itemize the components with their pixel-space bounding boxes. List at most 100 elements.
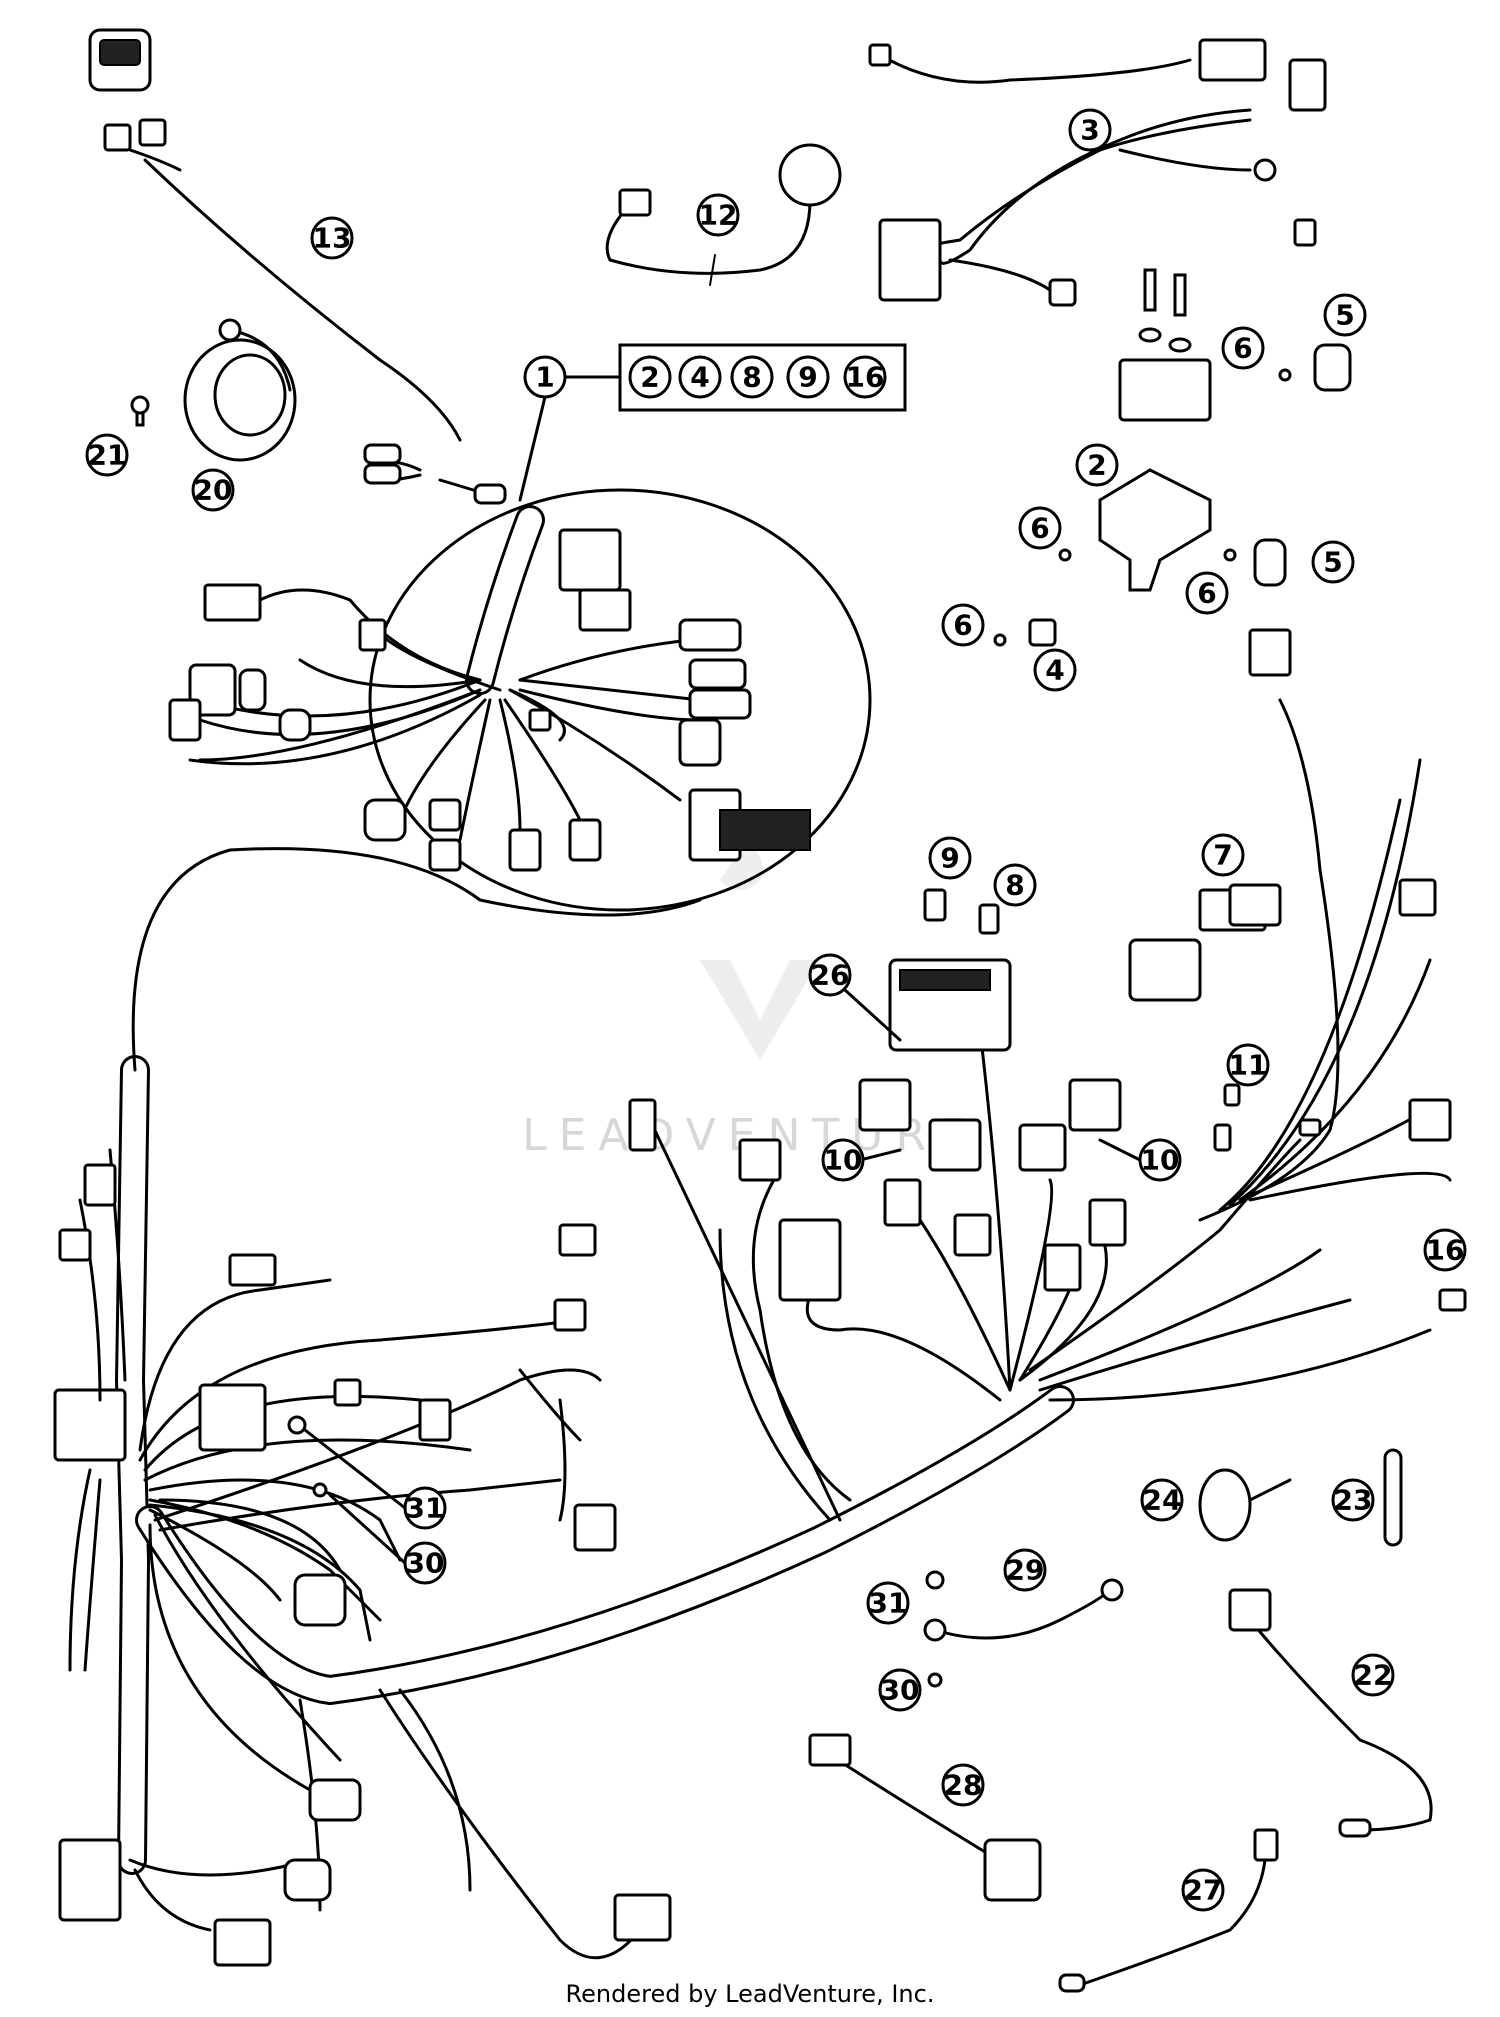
svg-text:28: 28 — [944, 1769, 983, 1802]
footer-credit: Rendered by LeadVenture, Inc. — [566, 1980, 935, 2008]
relay-7 — [1228, 883, 1282, 927]
horn-20 — [183, 318, 297, 462]
screw-31a — [287, 1415, 307, 1435]
callout-10a: 10 — [821, 1138, 902, 1182]
callout-31a: 31 — [303, 1428, 447, 1530]
callout-30a: 30 — [328, 1493, 447, 1585]
svg-text:6: 6 — [1197, 577, 1216, 610]
svg-text:10: 10 — [824, 1144, 863, 1177]
svg-text:9: 9 — [940, 842, 959, 875]
band-23 — [1383, 1448, 1403, 1547]
callout-28: 28 — [941, 1763, 985, 1807]
callout-31b: 31 — [866, 1581, 910, 1625]
left-connector-b — [83, 1163, 117, 1207]
nut-4 — [1028, 618, 1057, 647]
svg-text:29: 29 — [1006, 1554, 1045, 1587]
svg-text:2: 2 — [1087, 449, 1106, 482]
harness-28 — [808, 1733, 1042, 1902]
washer-30a — [312, 1482, 328, 1498]
screw-31b — [925, 1570, 945, 1590]
svg-text:12: 12 — [699, 199, 738, 232]
harness-12 — [605, 143, 842, 286]
callout-27: 27 — [1181, 1868, 1225, 1912]
clip-5a — [1313, 343, 1352, 392]
callout-29: 29 — [1003, 1548, 1047, 1592]
svg-text:30: 30 — [881, 1674, 920, 1707]
callout-10b: 10 — [1098, 1138, 1182, 1182]
tie-strap-24 — [1198, 1468, 1252, 1542]
svg-text:26: 26 — [811, 959, 850, 992]
svg-text:1: 1 — [535, 361, 554, 394]
callout-6c: 6 — [1185, 571, 1229, 615]
svg-text:5: 5 — [1323, 546, 1342, 579]
screw-21 — [130, 395, 150, 427]
callout-1: 1 — [518, 355, 622, 502]
svg-text:8: 8 — [742, 361, 761, 394]
callout-13: 13 — [310, 216, 354, 260]
callout-23: 23 — [1331, 1478, 1375, 1522]
callout-21: 21 — [85, 433, 129, 477]
screw-6d — [993, 633, 1007, 647]
svg-text:10: 10 — [1141, 1144, 1180, 1177]
fuse-8 — [978, 903, 1000, 935]
callout-4: 4 — [1033, 648, 1077, 692]
fuse-box-26 — [888, 958, 1012, 1052]
washer-30b — [927, 1672, 943, 1688]
callout-7: 7 — [1201, 833, 1245, 877]
clip-5b — [1253, 538, 1287, 587]
svg-text:16: 16 — [846, 361, 885, 394]
callout-8: 8 — [993, 863, 1037, 907]
callout-20: 20 — [191, 468, 235, 512]
svg-text:31: 31 — [406, 1492, 445, 1525]
svg-text:8: 8 — [1005, 869, 1024, 902]
callout-12: 12 — [696, 193, 740, 237]
svg-text:23: 23 — [1334, 1484, 1373, 1517]
relay-bracket — [1118, 268, 1212, 422]
left-branch — [78, 1198, 102, 1402]
svg-text:11: 11 — [1229, 1049, 1268, 1082]
harness-3 — [868, 38, 1327, 307]
bracket-2 — [1098, 468, 1212, 592]
callout-26: 26 — [808, 953, 902, 1042]
callout-6b: 6 — [1018, 506, 1062, 550]
svg-text:6: 6 — [953, 609, 972, 642]
svg-text:22: 22 — [1354, 1659, 1393, 1692]
svg-text:4: 4 — [690, 361, 709, 394]
callout-30b: 30 — [878, 1668, 922, 1712]
callout-2: 2 — [1075, 443, 1119, 487]
callout-16: 16 — [1423, 1228, 1467, 1272]
svg-text:30: 30 — [406, 1547, 445, 1580]
callout-9: 9 — [928, 836, 972, 880]
callout-5a: 5 — [1323, 293, 1367, 337]
tie-strap-tail — [1248, 1478, 1292, 1502]
fuse-9 — [923, 888, 947, 922]
svg-text:24: 24 — [1143, 1484, 1182, 1517]
ground-wire-29 — [923, 1578, 1124, 1642]
svg-text:31: 31 — [869, 1587, 908, 1620]
svg-text:27: 27 — [1184, 1874, 1223, 1907]
svg-text:20: 20 — [194, 474, 233, 507]
callout-3: 3 — [1068, 108, 1112, 152]
svg-text:5: 5 — [1335, 299, 1354, 332]
callout-6d: 6 — [941, 603, 985, 647]
left-connector-a — [58, 1228, 92, 1262]
callout-22: 22 — [1351, 1653, 1395, 1697]
harness-27 — [1058, 1828, 1279, 1993]
screw-6a — [1278, 368, 1292, 382]
svg-text:6: 6 — [1233, 332, 1252, 365]
svg-text:4: 4 — [1045, 654, 1064, 687]
callout-5b: 5 — [1311, 540, 1355, 584]
svg-text:6: 6 — [1030, 512, 1049, 545]
callout-11: 11 — [1226, 1043, 1270, 1087]
callout-6a: 6 — [1221, 326, 1265, 370]
svg-text:16: 16 — [1426, 1234, 1465, 1267]
inset-detail — [168, 488, 872, 912]
svg-text:7: 7 — [1213, 839, 1232, 872]
screw-6c — [1223, 548, 1237, 562]
svg-text:21: 21 — [88, 439, 127, 472]
svg-text:3: 3 — [1080, 114, 1099, 147]
screw-6b — [1058, 548, 1072, 562]
callout-group-box: 2 4 8 9 16 — [618, 343, 907, 412]
harness-22 — [1228, 1588, 1433, 1838]
